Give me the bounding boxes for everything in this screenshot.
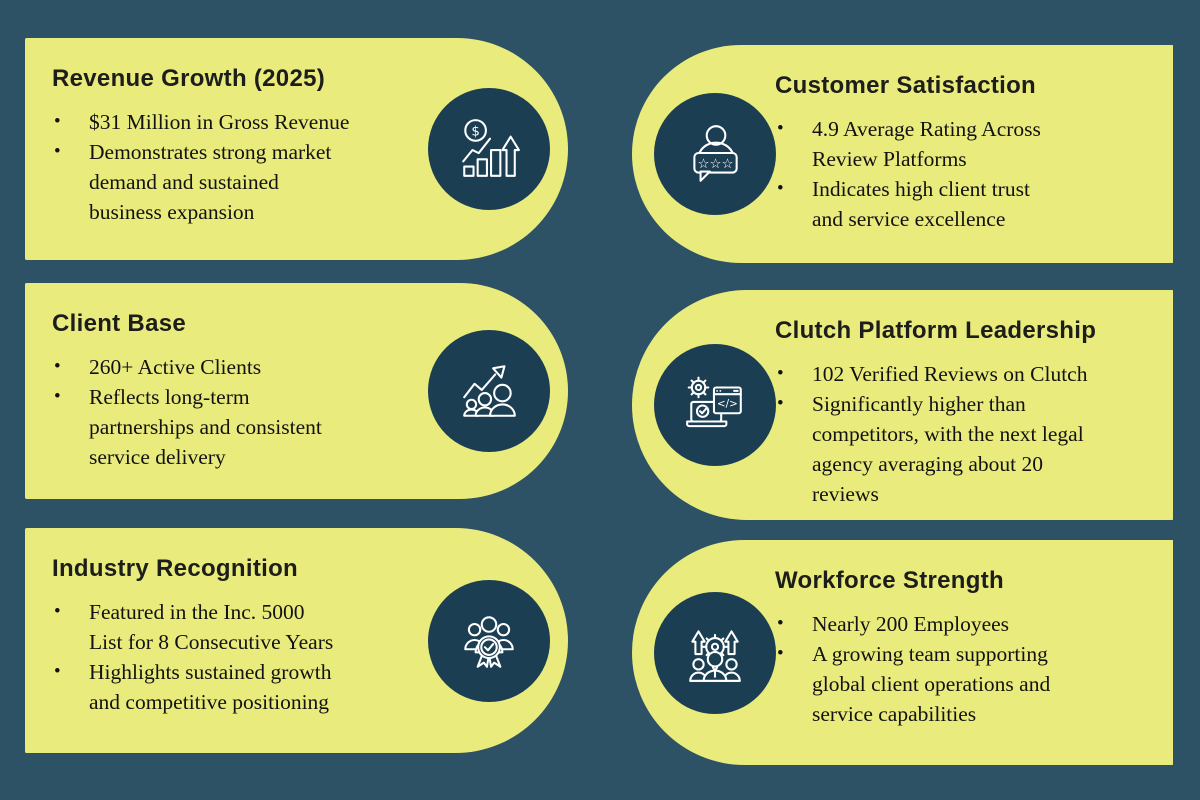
bullet-item: • 4.9 Average Rating Across Review Platf… (775, 114, 1153, 174)
card-client-base: Client Base • 260+ Active Clients • Refl… (25, 283, 568, 499)
team-gear-arrows-icon (654, 591, 776, 714)
bullet-text: Significantly higher than competitors, w… (812, 392, 1084, 506)
svg-text:</>: </> (717, 398, 738, 410)
bullet-text: Featured in the Inc. 5000 List for 8 Con… (89, 600, 334, 654)
bullet-item: • A growing team supporting global clien… (775, 639, 1153, 729)
bullet-text: Reflects long-term partnerships and cons… (89, 385, 322, 469)
bullet-list: • Nearly 200 Employees • A growing team … (775, 609, 1153, 729)
card-title: Workforce Strength (775, 567, 1004, 594)
card-content: Customer Satisfaction • 4.9 Average Rati… (632, 45, 1173, 234)
bullet-list: • $31 Million in Gross Revenue • Demonst… (52, 107, 400, 227)
growth-arrow-people-icon (428, 330, 550, 452)
bullet-text: 4.9 Average Rating Across Review Platfor… (812, 117, 1041, 171)
bullet-item: • Demonstrates strong market demand and … (52, 137, 400, 227)
bullet-text: Indicates high client trust and service … (812, 177, 1030, 231)
bullet-marker: • (777, 393, 784, 414)
svg-text:☆☆☆: ☆☆☆ (698, 157, 734, 172)
card-title: Clutch Platform Leadership (775, 317, 1097, 344)
bullet-text: Highlights sustained growth and competit… (89, 660, 332, 714)
bullet-marker: • (777, 178, 784, 199)
bullet-item: • Featured in the Inc. 5000 List for 8 C… (52, 597, 400, 657)
card-title: Revenue Growth (2025) (52, 65, 326, 92)
card-clutch-platform-leadership: </> Clutch Platform Leadership • 102 Ver… (632, 290, 1173, 520)
svg-text:$: $ (471, 125, 480, 140)
bullet-item: • Reflects long-term partnerships and co… (52, 382, 400, 472)
laptop-code-gear-icon: </> (654, 344, 776, 466)
card-content: Client Base • 260+ Active Clients • Refl… (25, 283, 568, 472)
bullet-list: • 102 Verified Reviews on Clutch • Signi… (775, 359, 1153, 509)
card-workforce-strength: Workforce Strength • Nearly 200 Employee… (632, 540, 1173, 765)
card-industry-recognition: Industry Recognition • Featured in the I… (25, 528, 568, 753)
bullet-text: 260+ Active Clients (89, 355, 262, 379)
person-review-stars-icon: ☆☆☆ (654, 93, 776, 215)
bullet-marker: • (54, 661, 61, 682)
bullet-marker: • (54, 356, 61, 377)
dollar-bar-chart-icon: $ (428, 88, 550, 210)
card-revenue-growth: Revenue Growth (2025) • $31 Million in G… (25, 38, 568, 260)
bullet-item: • 260+ Active Clients (52, 352, 400, 382)
bullet-list: • Featured in the Inc. 5000 List for 8 C… (52, 597, 400, 717)
bullet-marker: • (777, 118, 784, 139)
bullet-list: • 260+ Active Clients • Reflects long-te… (52, 352, 400, 472)
bullet-text: $31 Million in Gross Revenue (89, 110, 350, 134)
card-content: Revenue Growth (2025) • $31 Million in G… (25, 38, 568, 227)
team-award-badge-icon (428, 579, 550, 702)
card-title: Industry Recognition (52, 555, 298, 582)
bullet-marker: • (777, 363, 784, 384)
card-content: Clutch Platform Leadership • 102 Verifie… (632, 290, 1173, 509)
bullet-marker: • (54, 601, 61, 622)
bullet-text: Demonstrates strong market demand and su… (89, 140, 332, 224)
bullet-item: • Significantly higher than competitors,… (775, 389, 1153, 509)
card-title: Client Base (52, 310, 187, 337)
bullet-text: 102 Verified Reviews on Clutch (812, 362, 1088, 386)
bullet-item: • Nearly 200 Employees (775, 609, 1153, 639)
bullet-marker: • (777, 643, 784, 664)
bullet-item: • $31 Million in Gross Revenue (52, 107, 400, 137)
bullet-marker: • (54, 141, 61, 162)
bullet-item: • 102 Verified Reviews on Clutch (775, 359, 1153, 389)
bullet-marker: • (54, 111, 61, 132)
card-customer-satisfaction: ☆☆☆ Customer Satisfaction • 4.9 Average … (632, 45, 1173, 263)
bullet-marker: • (54, 386, 61, 407)
bullet-marker: • (777, 613, 784, 634)
bullet-item: • Indicates high client trust and servic… (775, 174, 1153, 234)
bullet-text: Nearly 200 Employees (812, 612, 1010, 636)
bullet-list: • 4.9 Average Rating Across Review Platf… (775, 114, 1153, 234)
bullet-item: • Highlights sustained growth and compet… (52, 657, 400, 717)
card-content: Workforce Strength • Nearly 200 Employee… (632, 540, 1173, 729)
bullet-text: A growing team supporting global client … (812, 642, 1051, 726)
card-content: Industry Recognition • Featured in the I… (25, 528, 568, 717)
card-title: Customer Satisfaction (775, 72, 1037, 99)
